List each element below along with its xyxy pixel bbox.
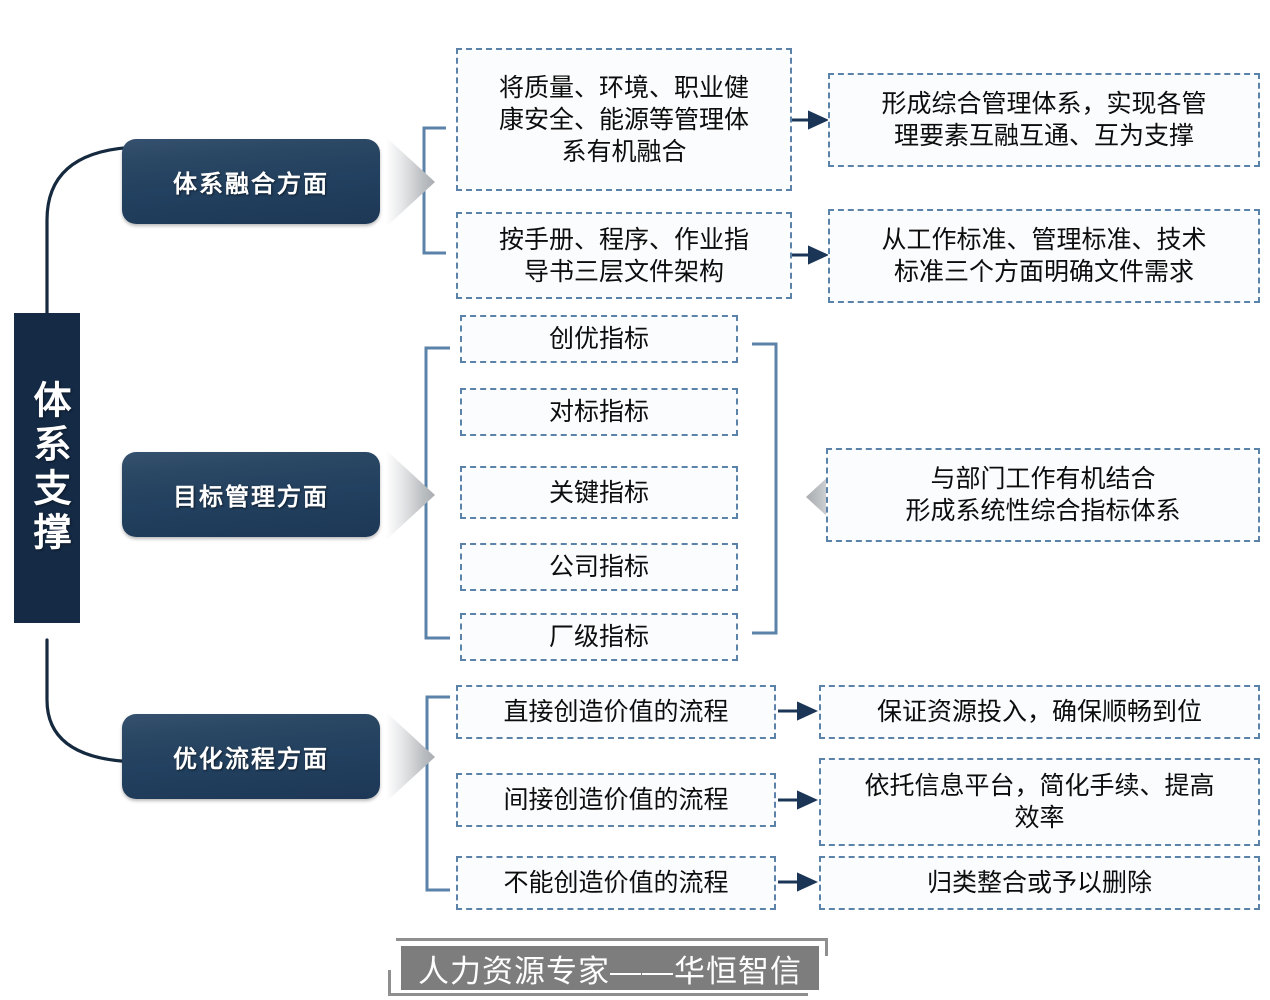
chevron-right-process (386, 712, 435, 802)
watermark-bracket-bottom-left (388, 970, 808, 996)
spine-bar: 体系支撑 (14, 313, 80, 623)
goal-item-4[interactable]: 公司指标 (460, 543, 738, 591)
watermark-bar: 人力资源专家——华恒智信 (401, 946, 819, 990)
bracket-integration (422, 126, 446, 255)
spine-label: 体系支撑 (26, 380, 69, 556)
pill-process[interactable]: 优化流程方面 (122, 714, 380, 799)
process-item-2-right-text: 依托信息平台，简化手续、提高 效率 (864, 772, 1215, 832)
chevron-right-integration (386, 137, 435, 227)
pill-integration-label: 体系融合方面 (173, 171, 329, 198)
bracket-goal-right (752, 342, 778, 635)
goal-item-3-text: 关键指标 (548, 478, 649, 507)
goal-item-2-text: 对标指标 (548, 398, 649, 426)
process-item-3-right-text: 归类整合或予以删除 (926, 869, 1152, 897)
process-item-2-left[interactable]: 间接创造价值的流程 (456, 773, 776, 827)
goal-item-1[interactable]: 创优指标 (460, 315, 738, 363)
goal-item-4-text: 公司指标 (548, 553, 649, 581)
integration-item-1-left[interactable]: 将质量、环境、职业健 康安全、能源等管理体 系有机融合 (456, 48, 792, 191)
goal-item-1-text: 创优指标 (548, 325, 649, 353)
process-item-1-right-text: 保证资源投入，确保顺畅到位 (876, 698, 1202, 726)
process-item-2-right[interactable]: 依托信息平台，简化手续、提高 效率 (819, 758, 1260, 846)
process-item-1-right[interactable]: 保证资源投入，确保顺畅到位 (819, 685, 1260, 739)
integration-item-2-right-text: 从工作标准、管理标准、技术 标准三个方面明确文件需求 (881, 226, 1207, 286)
watermark: 人力资源专家——华恒智信 (388, 938, 828, 998)
integration-item-1-right[interactable]: 形成综合管理体系，实现各管 理要素互融互通、互为支撑 (828, 73, 1260, 167)
integration-item-2-left[interactable]: 按手册、程序、作业指 导书三层文件架构 (456, 212, 792, 299)
pill-goal[interactable]: 目标管理方面 (122, 452, 380, 537)
pill-goal-label: 目标管理方面 (173, 484, 329, 511)
goal-item-3[interactable]: 关键指标 (460, 466, 738, 519)
watermark-bracket-top-right (396, 938, 828, 956)
goal-summary[interactable]: 与部门工作有机结合 形成系统性综合指标体系 (826, 448, 1260, 542)
pill-integration[interactable]: 体系融合方面 (122, 139, 380, 224)
bracket-process (425, 695, 450, 892)
integration-item-2-right[interactable]: 从工作标准、管理标准、技术 标准三个方面明确文件需求 (828, 209, 1260, 303)
process-item-3-right[interactable]: 归类整合或予以删除 (819, 856, 1260, 910)
integration-item-2-left-text: 按手册、程序、作业指 导书三层文件架构 (498, 225, 749, 286)
integration-item-1-right-text: 形成综合管理体系，实现各管 理要素互融互通、互为支撑 (881, 90, 1207, 150)
pill-process-label: 优化流程方面 (173, 746, 329, 773)
process-item-1-left[interactable]: 直接创造价值的流程 (456, 685, 776, 739)
chevron-right-goal (386, 450, 435, 540)
process-item-3-left-text: 不能创造价值的流程 (503, 869, 729, 897)
watermark-text: 人力资源专家——华恒智信 (418, 953, 802, 989)
process-item-2-left-text: 间接创造价值的流程 (503, 786, 729, 814)
goal-summary-text: 与部门工作有机结合 形成系统性综合指标体系 (905, 465, 1181, 525)
goal-item-5[interactable]: 厂级指标 (460, 613, 738, 661)
process-item-1-left-text: 直接创造价值的流程 (503, 698, 729, 726)
process-item-3-left[interactable]: 不能创造价值的流程 (456, 856, 776, 910)
goal-item-2[interactable]: 对标指标 (460, 388, 738, 436)
integration-item-1-left-text: 将质量、环境、职业健 康安全、能源等管理体 系有机融合 (498, 73, 749, 166)
goal-item-5-text: 厂级指标 (548, 623, 649, 651)
bracket-goal-left (424, 346, 450, 640)
